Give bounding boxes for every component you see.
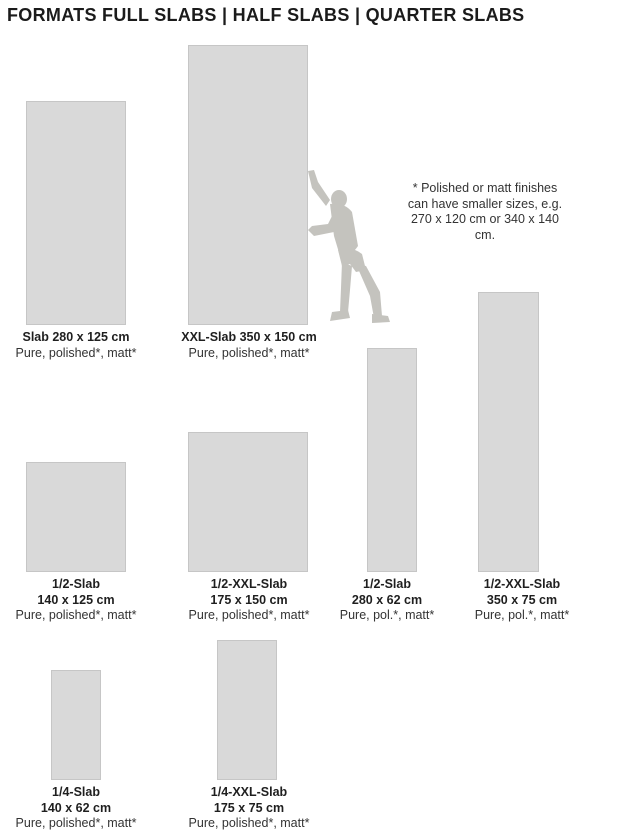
slab-xxl-full <box>188 45 308 325</box>
slab-dimensions: 175 x 75 cm <box>213 800 285 815</box>
page-title: FORMATS FULL SLABS | HALF SLABS | QUARTE… <box>7 5 525 25</box>
slab-full <box>26 101 126 325</box>
caption-slab-xxl-half-tall: 1/2-XXL-Slab 350 x 75 cm Pure, pol.*, ma… <box>432 577 612 624</box>
caption-slab-xxl-full: XXL-Slab 350 x 150 cm Pure, polished*, m… <box>159 330 339 361</box>
slab-finish: Pure, polished*, matt* <box>188 345 310 360</box>
slab-finish: Pure, pol.*, matt* <box>474 608 570 622</box>
slab-dimensions: 280 x 62 cm <box>351 592 423 607</box>
slab-label: XXL-Slab 350 x 150 cm <box>181 330 317 344</box>
slab-dimensions: 140 x 125 cm <box>37 592 115 607</box>
slab-half-wide <box>26 462 126 572</box>
slab-dimensions: 140 x 62 cm <box>40 800 112 815</box>
caption-slab-quarter: 1/4-Slab 140 x 62 cm Pure, polished*, ma… <box>0 785 166 832</box>
slab-xxl-quarter <box>217 640 277 780</box>
slab-finish: Pure, polished*, matt* <box>188 816 310 830</box>
caption-slab-full: Slab 280 x 125 cm Pure, polished*, matt* <box>0 330 166 361</box>
slab-xxl-half-tall <box>478 292 539 572</box>
slab-half-tall <box>367 348 417 572</box>
caption-slab-half-tall: 1/2-Slab 280 x 62 cm Pure, pol.*, matt* <box>297 577 477 624</box>
slab-label: 1/2-Slab <box>52 577 100 591</box>
slab-finish: Pure, pol.*, matt* <box>339 608 435 622</box>
caption-slab-xxl-quarter: 1/4-XXL-Slab 175 x 75 cm Pure, polished*… <box>159 785 339 832</box>
finish-note: * Polished or matt finishes can have sma… <box>407 181 563 242</box>
slab-label: 1/4-XXL-Slab <box>210 785 288 799</box>
slab-finish: Pure, polished*, matt* <box>188 608 310 622</box>
slab-quarter <box>51 670 101 780</box>
slab-label: 1/2-Slab <box>363 577 411 591</box>
slab-finish: Pure, polished*, matt* <box>15 816 137 830</box>
slab-label: 1/2-XXL-Slab <box>483 577 561 591</box>
slab-label: Slab 280 x 125 cm <box>22 330 130 344</box>
slab-xxl-half-wide <box>188 432 308 572</box>
slab-label: 1/2-XXL-Slab <box>210 577 288 591</box>
caption-slab-half-wide: 1/2-Slab 140 x 125 cm Pure, polished*, m… <box>0 577 166 624</box>
slab-finish: Pure, polished*, matt* <box>15 608 137 622</box>
slab-dimensions: 350 x 75 cm <box>486 592 558 607</box>
person-pushing-icon <box>308 170 390 323</box>
slab-label: 1/4-Slab <box>52 785 100 799</box>
slab-dimensions: 175 x 150 cm <box>210 592 288 607</box>
caption-slab-xxl-half-wide: 1/2-XXL-Slab 175 x 150 cm Pure, polished… <box>159 577 339 624</box>
slab-finish: Pure, polished*, matt* <box>15 345 137 360</box>
